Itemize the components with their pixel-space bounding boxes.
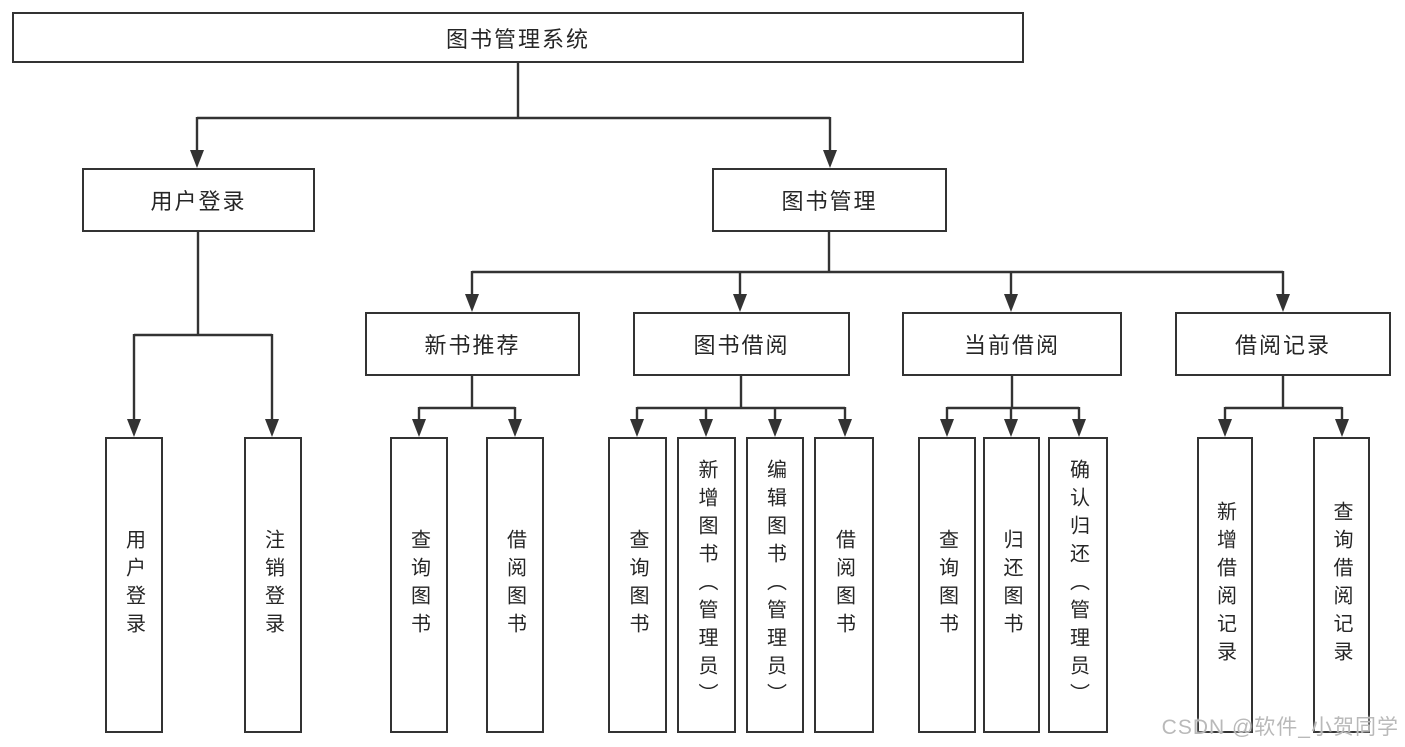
arrowhead-icon: [508, 419, 522, 437]
leaf-bb-borrow-book: 借阅图书: [814, 437, 874, 733]
leaf-bb-edit-book-admin-label: 编辑图书（管理员）: [763, 459, 786, 711]
leaf-br-query-record-label: 查询借阅记录: [1330, 501, 1352, 669]
arrowhead-icon: [1004, 419, 1018, 437]
arrowhead-icon: [823, 150, 837, 168]
node-current-borrow-label: 当前借阅: [963, 333, 1060, 358]
csdn-watermark: CSDN @软件_小贺同学: [1161, 716, 1399, 739]
node-current-borrow: 当前借阅: [902, 312, 1122, 376]
leaf-logout-label: 注销登录: [261, 529, 284, 641]
node-user-login: 用户登录: [82, 168, 315, 232]
arrowhead-icon: [1218, 419, 1232, 437]
node-new-book-recommend: 新书推荐: [365, 312, 580, 376]
leaf-logout: 注销登录: [244, 437, 302, 733]
arrowhead-icon: [190, 150, 204, 168]
leaf-nbr-query-book-label: 查询图书: [407, 529, 430, 641]
node-new-book-recommend-label: 新书推荐: [424, 333, 521, 358]
leaf-bb-borrow-book-label: 借阅图书: [832, 529, 855, 641]
leaf-bb-query-book-label: 查询图书: [626, 529, 648, 641]
leaf-bb-add-book-admin: 新增图书（管理员）: [677, 437, 736, 733]
arrowhead-icon: [1335, 419, 1349, 437]
arrowhead-icon: [265, 419, 279, 437]
leaf-bb-query-book: 查询图书: [608, 437, 667, 733]
arrowhead-icon: [412, 419, 426, 437]
node-borrow-record-label: 借阅记录: [1234, 333, 1331, 358]
arrowhead-icon: [1004, 294, 1018, 312]
leaf-cb-return-book-label: 归还图书: [1000, 529, 1022, 641]
leaf-nbr-query-book: 查询图书: [390, 437, 448, 733]
leaf-cb-query-book-label: 查询图书: [935, 529, 958, 641]
arrowhead-icon: [127, 419, 141, 437]
leaf-bb-add-book-admin-label: 新增图书（管理员）: [695, 459, 717, 711]
node-borrow-record: 借阅记录: [1175, 312, 1391, 376]
leaf-cb-query-book: 查询图书: [918, 437, 976, 733]
arrowhead-icon: [465, 294, 479, 312]
node-user-login-label: 用户登录: [150, 189, 247, 214]
leaf-user-login-label: 用户登录: [122, 529, 145, 641]
node-root: 图书管理系统: [12, 12, 1024, 63]
node-book-management: 图书管理: [712, 168, 947, 232]
leaf-nbr-borrow-book-label: 借阅图书: [503, 529, 526, 641]
leaf-user-login: 用户登录: [105, 437, 163, 733]
leaf-br-query-record: 查询借阅记录: [1313, 437, 1370, 733]
leaf-cb-return-book: 归还图书: [983, 437, 1040, 733]
node-root-label: 图书管理系统: [445, 26, 590, 52]
leaf-nbr-borrow-book: 借阅图书: [486, 437, 544, 733]
arrowhead-icon: [1072, 419, 1086, 437]
node-book-borrow: 图书借阅: [633, 312, 850, 376]
arrowhead-icon: [733, 294, 747, 312]
leaf-bb-edit-book-admin: 编辑图书（管理员）: [746, 437, 804, 733]
arrowhead-icon: [699, 419, 713, 437]
arrowhead-icon: [630, 419, 644, 437]
arrowhead-icon: [838, 419, 852, 437]
arrowhead-icon: [1276, 294, 1290, 312]
arrowhead-icon: [940, 419, 954, 437]
leaf-br-add-record-label: 新增借阅记录: [1213, 501, 1236, 669]
node-book-borrow-label: 图书借阅: [693, 333, 790, 358]
node-book-management-label: 图书管理: [781, 189, 878, 214]
leaf-cb-confirm-return-admin-label: 确认归还（管理员）: [1066, 459, 1089, 711]
leaf-cb-confirm-return-admin: 确认归还（管理员）: [1048, 437, 1108, 733]
arrowhead-icon: [768, 419, 782, 437]
leaf-br-add-record: 新增借阅记录: [1197, 437, 1253, 733]
